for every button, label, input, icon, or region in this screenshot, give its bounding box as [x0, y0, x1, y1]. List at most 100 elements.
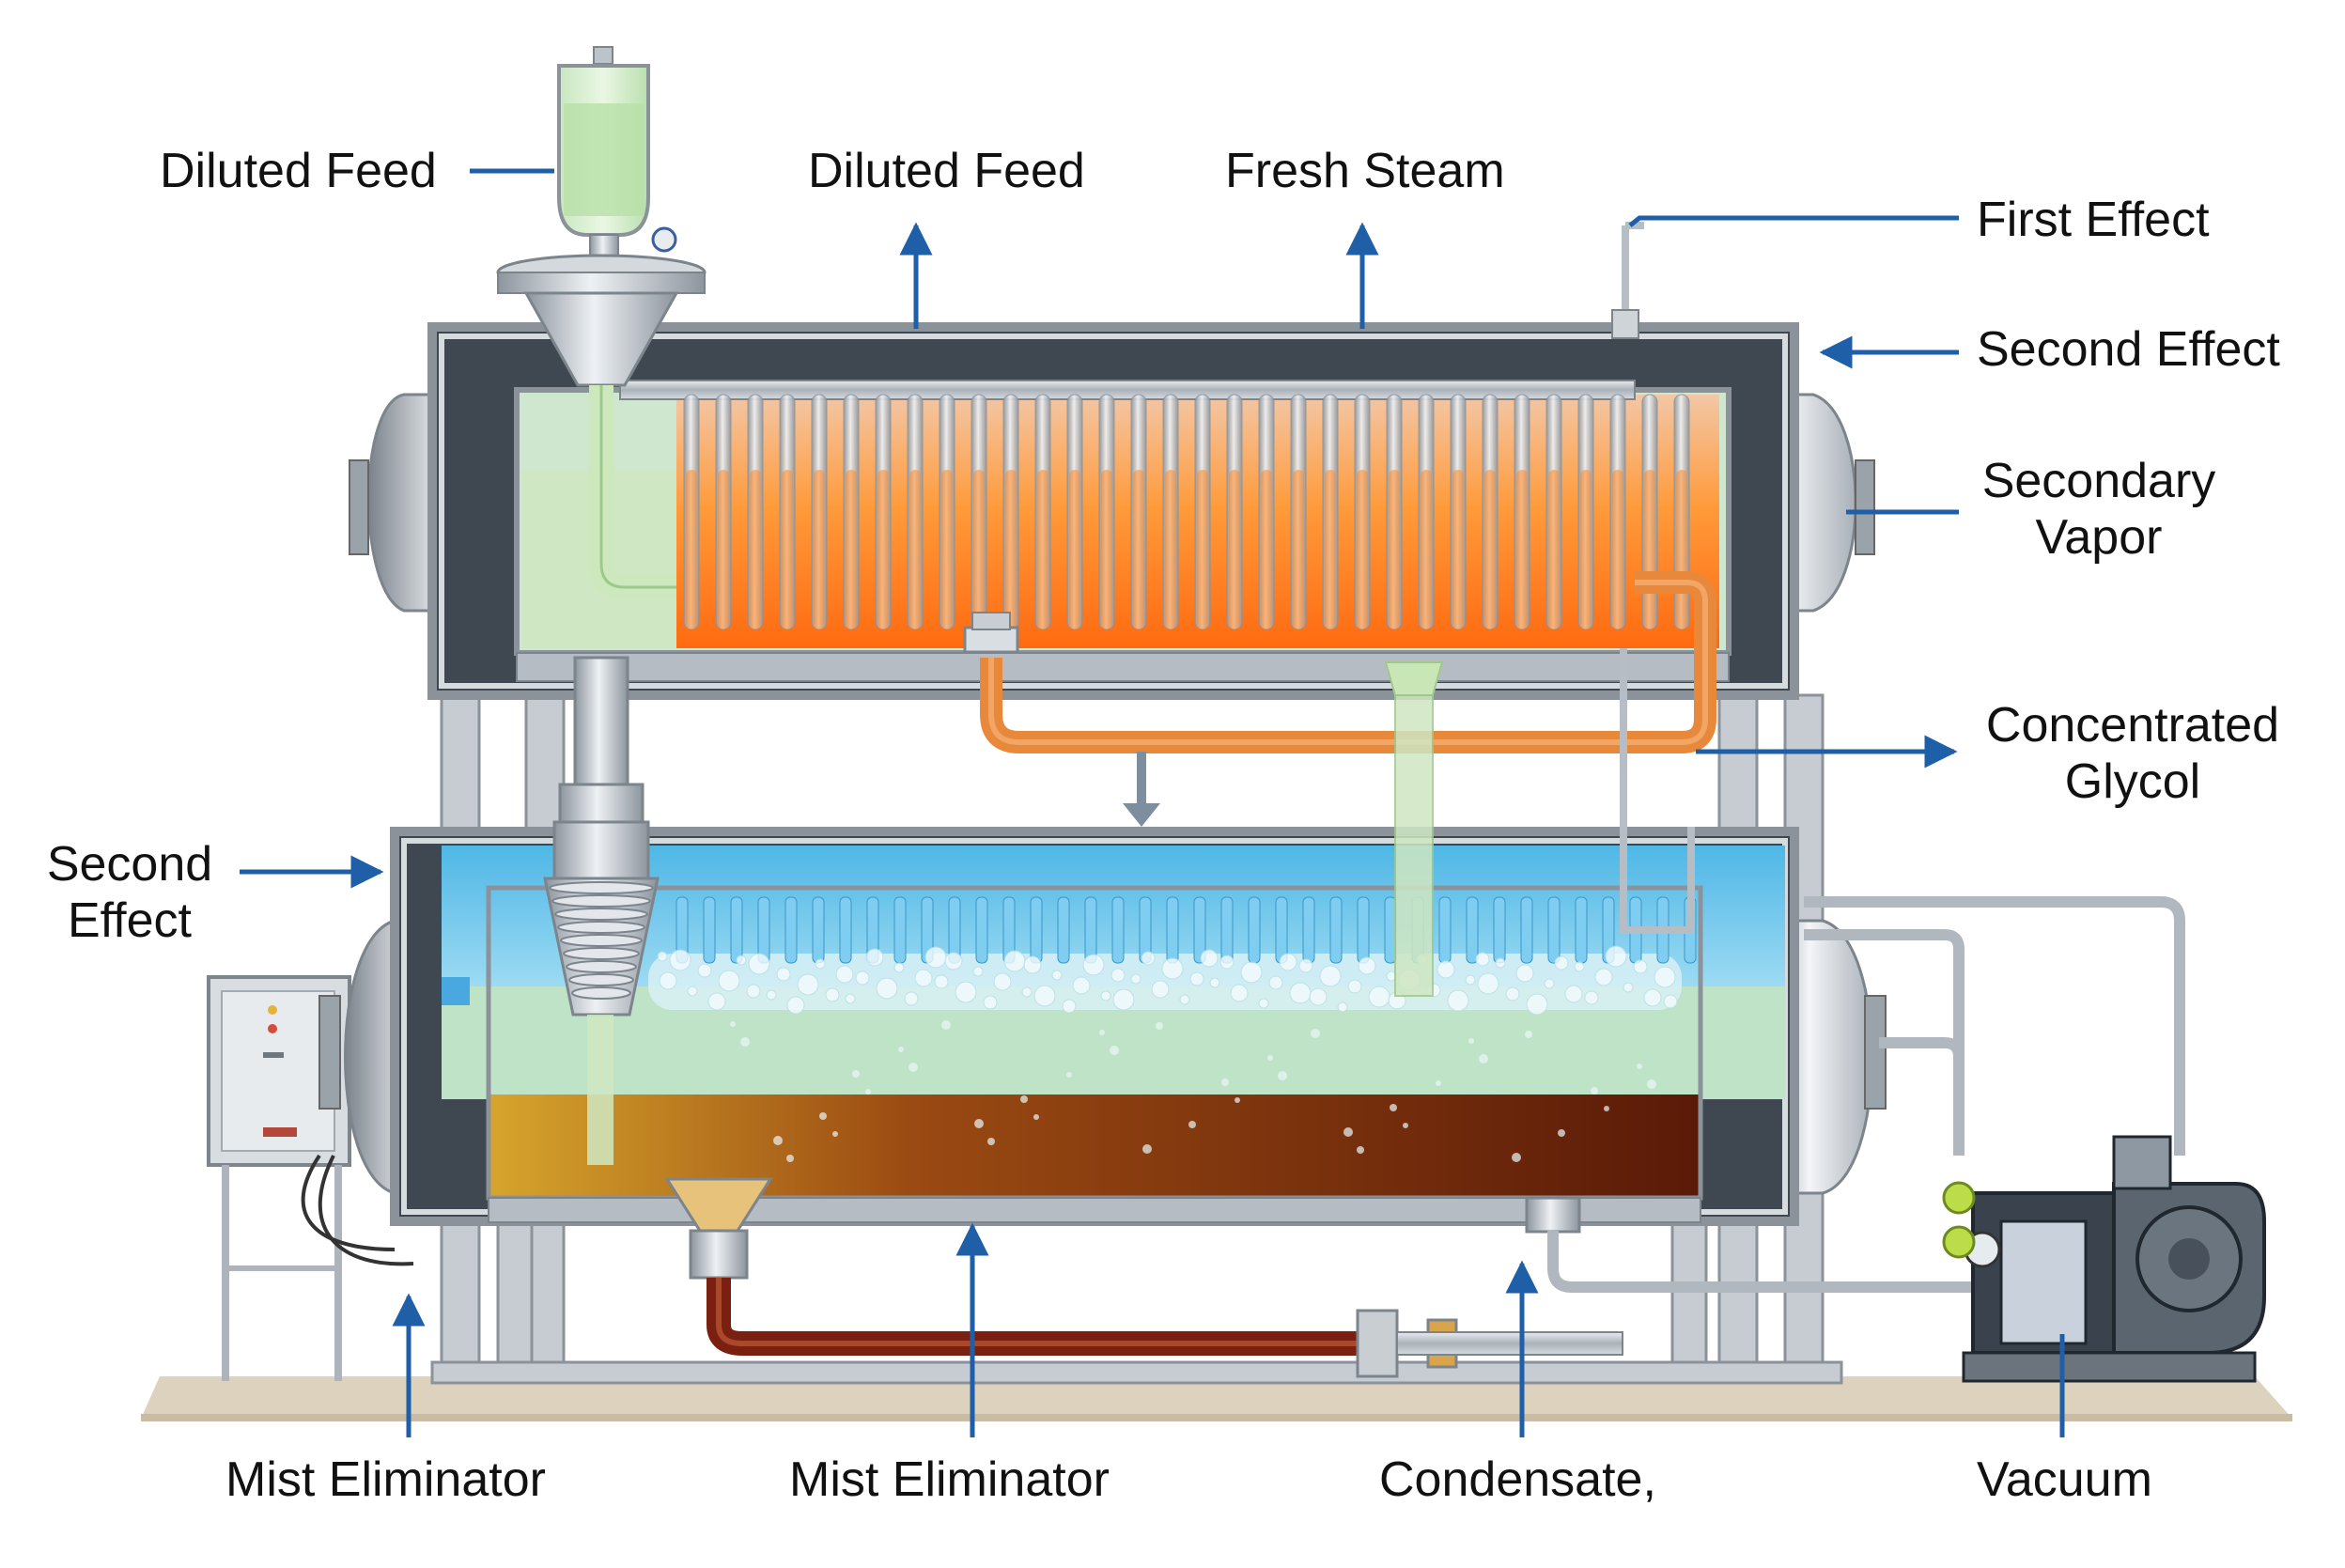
bubble — [1319, 965, 1342, 987]
bubble — [736, 955, 747, 966]
bubble — [934, 974, 949, 989]
bubble — [1179, 994, 1190, 1005]
lower-tube — [839, 896, 852, 964]
vacuum-pump — [1942, 1135, 2266, 1383]
callout-first-effect — [1628, 215, 1959, 227]
bubble — [659, 971, 677, 990]
bubble — [1468, 1038, 1474, 1044]
bubble — [1526, 993, 1548, 1016]
bubble — [983, 995, 998, 1010]
fin-ring — [551, 894, 651, 908]
upper-tube-glow — [1516, 470, 1528, 629]
bubble — [1558, 1129, 1565, 1137]
upper-tube-glow — [782, 470, 793, 629]
label-diluted-feed-top: Diluted Feed — [808, 144, 1085, 198]
lower-tube — [1438, 896, 1452, 964]
bubble — [1479, 1054, 1488, 1063]
bubble — [893, 962, 905, 973]
upper-tube-bundle — [683, 394, 1690, 630]
bubble — [1337, 1001, 1348, 1013]
condensate-column — [1384, 661, 1444, 997]
bubble — [1357, 1146, 1364, 1154]
bubble — [1554, 955, 1569, 970]
bubble — [1110, 1046, 1119, 1055]
upper-tube-glow — [686, 470, 697, 629]
bubble — [1604, 1106, 1609, 1111]
upper-tube-glow — [877, 470, 889, 629]
bubble — [832, 1131, 838, 1137]
bubble — [865, 1089, 871, 1094]
upper-tube-glow — [1197, 470, 1208, 629]
bubble — [748, 953, 770, 975]
bubble — [1358, 956, 1376, 975]
bubble — [1278, 1071, 1287, 1080]
upper-tube-glow — [814, 470, 825, 629]
bubble — [786, 996, 805, 1015]
hot-transfer-pipe — [963, 571, 1716, 753]
bubble — [1505, 986, 1520, 1001]
separator-drip — [587, 1015, 613, 1165]
label-secondary-vapor-line2: Vapor — [2035, 510, 2163, 565]
bubble — [1023, 955, 1042, 974]
bubble — [797, 973, 819, 996]
bubble — [855, 970, 870, 986]
lower-tube — [1466, 896, 1479, 964]
bubble — [786, 1155, 794, 1162]
bubble — [1633, 959, 1648, 974]
bubble — [1594, 968, 1613, 986]
bubble — [1465, 974, 1476, 986]
upper-tube-glow — [973, 470, 985, 629]
bubble — [766, 989, 777, 1001]
lower-tube — [1084, 896, 1097, 964]
bubble — [1268, 975, 1283, 990]
bubble — [1209, 977, 1220, 988]
lower-tube — [1220, 896, 1234, 964]
bubble — [1033, 985, 1056, 1007]
lower-tube — [757, 896, 770, 964]
transfer-arrow — [1123, 752, 1160, 827]
bubble — [835, 965, 854, 984]
label-fresh-steam: Fresh Steam — [1225, 144, 1505, 198]
bubble — [1020, 1095, 1028, 1103]
bubble — [1564, 985, 1583, 1003]
bubble — [1189, 971, 1204, 986]
upper-tube-glow — [1421, 470, 1432, 629]
bubble — [697, 963, 712, 978]
upper-tube-glow — [1676, 470, 1687, 629]
label-first-effect: First Effect — [1977, 193, 2210, 247]
bubble — [825, 987, 840, 1002]
fin-ring — [554, 908, 648, 921]
bubble — [1072, 976, 1091, 995]
base-plate-shadow — [141, 1414, 2292, 1421]
bubble — [1141, 951, 1156, 966]
bubble — [718, 970, 740, 992]
bubble — [845, 993, 856, 1004]
bubble — [1574, 961, 1585, 972]
bubble — [955, 981, 977, 1003]
upper-tube-glow — [1229, 470, 1240, 629]
bubble — [707, 992, 726, 1011]
bubble — [1161, 957, 1184, 980]
upper-tube-glow — [1005, 470, 1017, 629]
bubble — [1130, 973, 1141, 985]
bubble — [1436, 1080, 1441, 1086]
bubble — [1390, 1104, 1397, 1111]
bubble — [1347, 979, 1362, 994]
bubble — [1100, 990, 1111, 1001]
bubble — [993, 972, 1012, 991]
lower-tube — [1357, 896, 1370, 964]
vapor-riser-pipe — [1611, 222, 1695, 934]
label-second-effect-left-line2: Effect — [67, 893, 192, 948]
upper-tube-glow — [909, 470, 921, 629]
label-second-effect-left: Second Effect — [26, 836, 233, 949]
bubble — [1512, 1153, 1521, 1162]
upper-tube-glow — [1452, 470, 1464, 629]
bubble — [865, 948, 884, 967]
bubble — [1151, 980, 1170, 999]
upper-tube-glow — [1548, 470, 1560, 629]
label-vacuum: Vacuum — [1977, 1452, 2152, 1507]
bubble — [1298, 958, 1313, 973]
upper-tube-glow — [941, 470, 953, 629]
